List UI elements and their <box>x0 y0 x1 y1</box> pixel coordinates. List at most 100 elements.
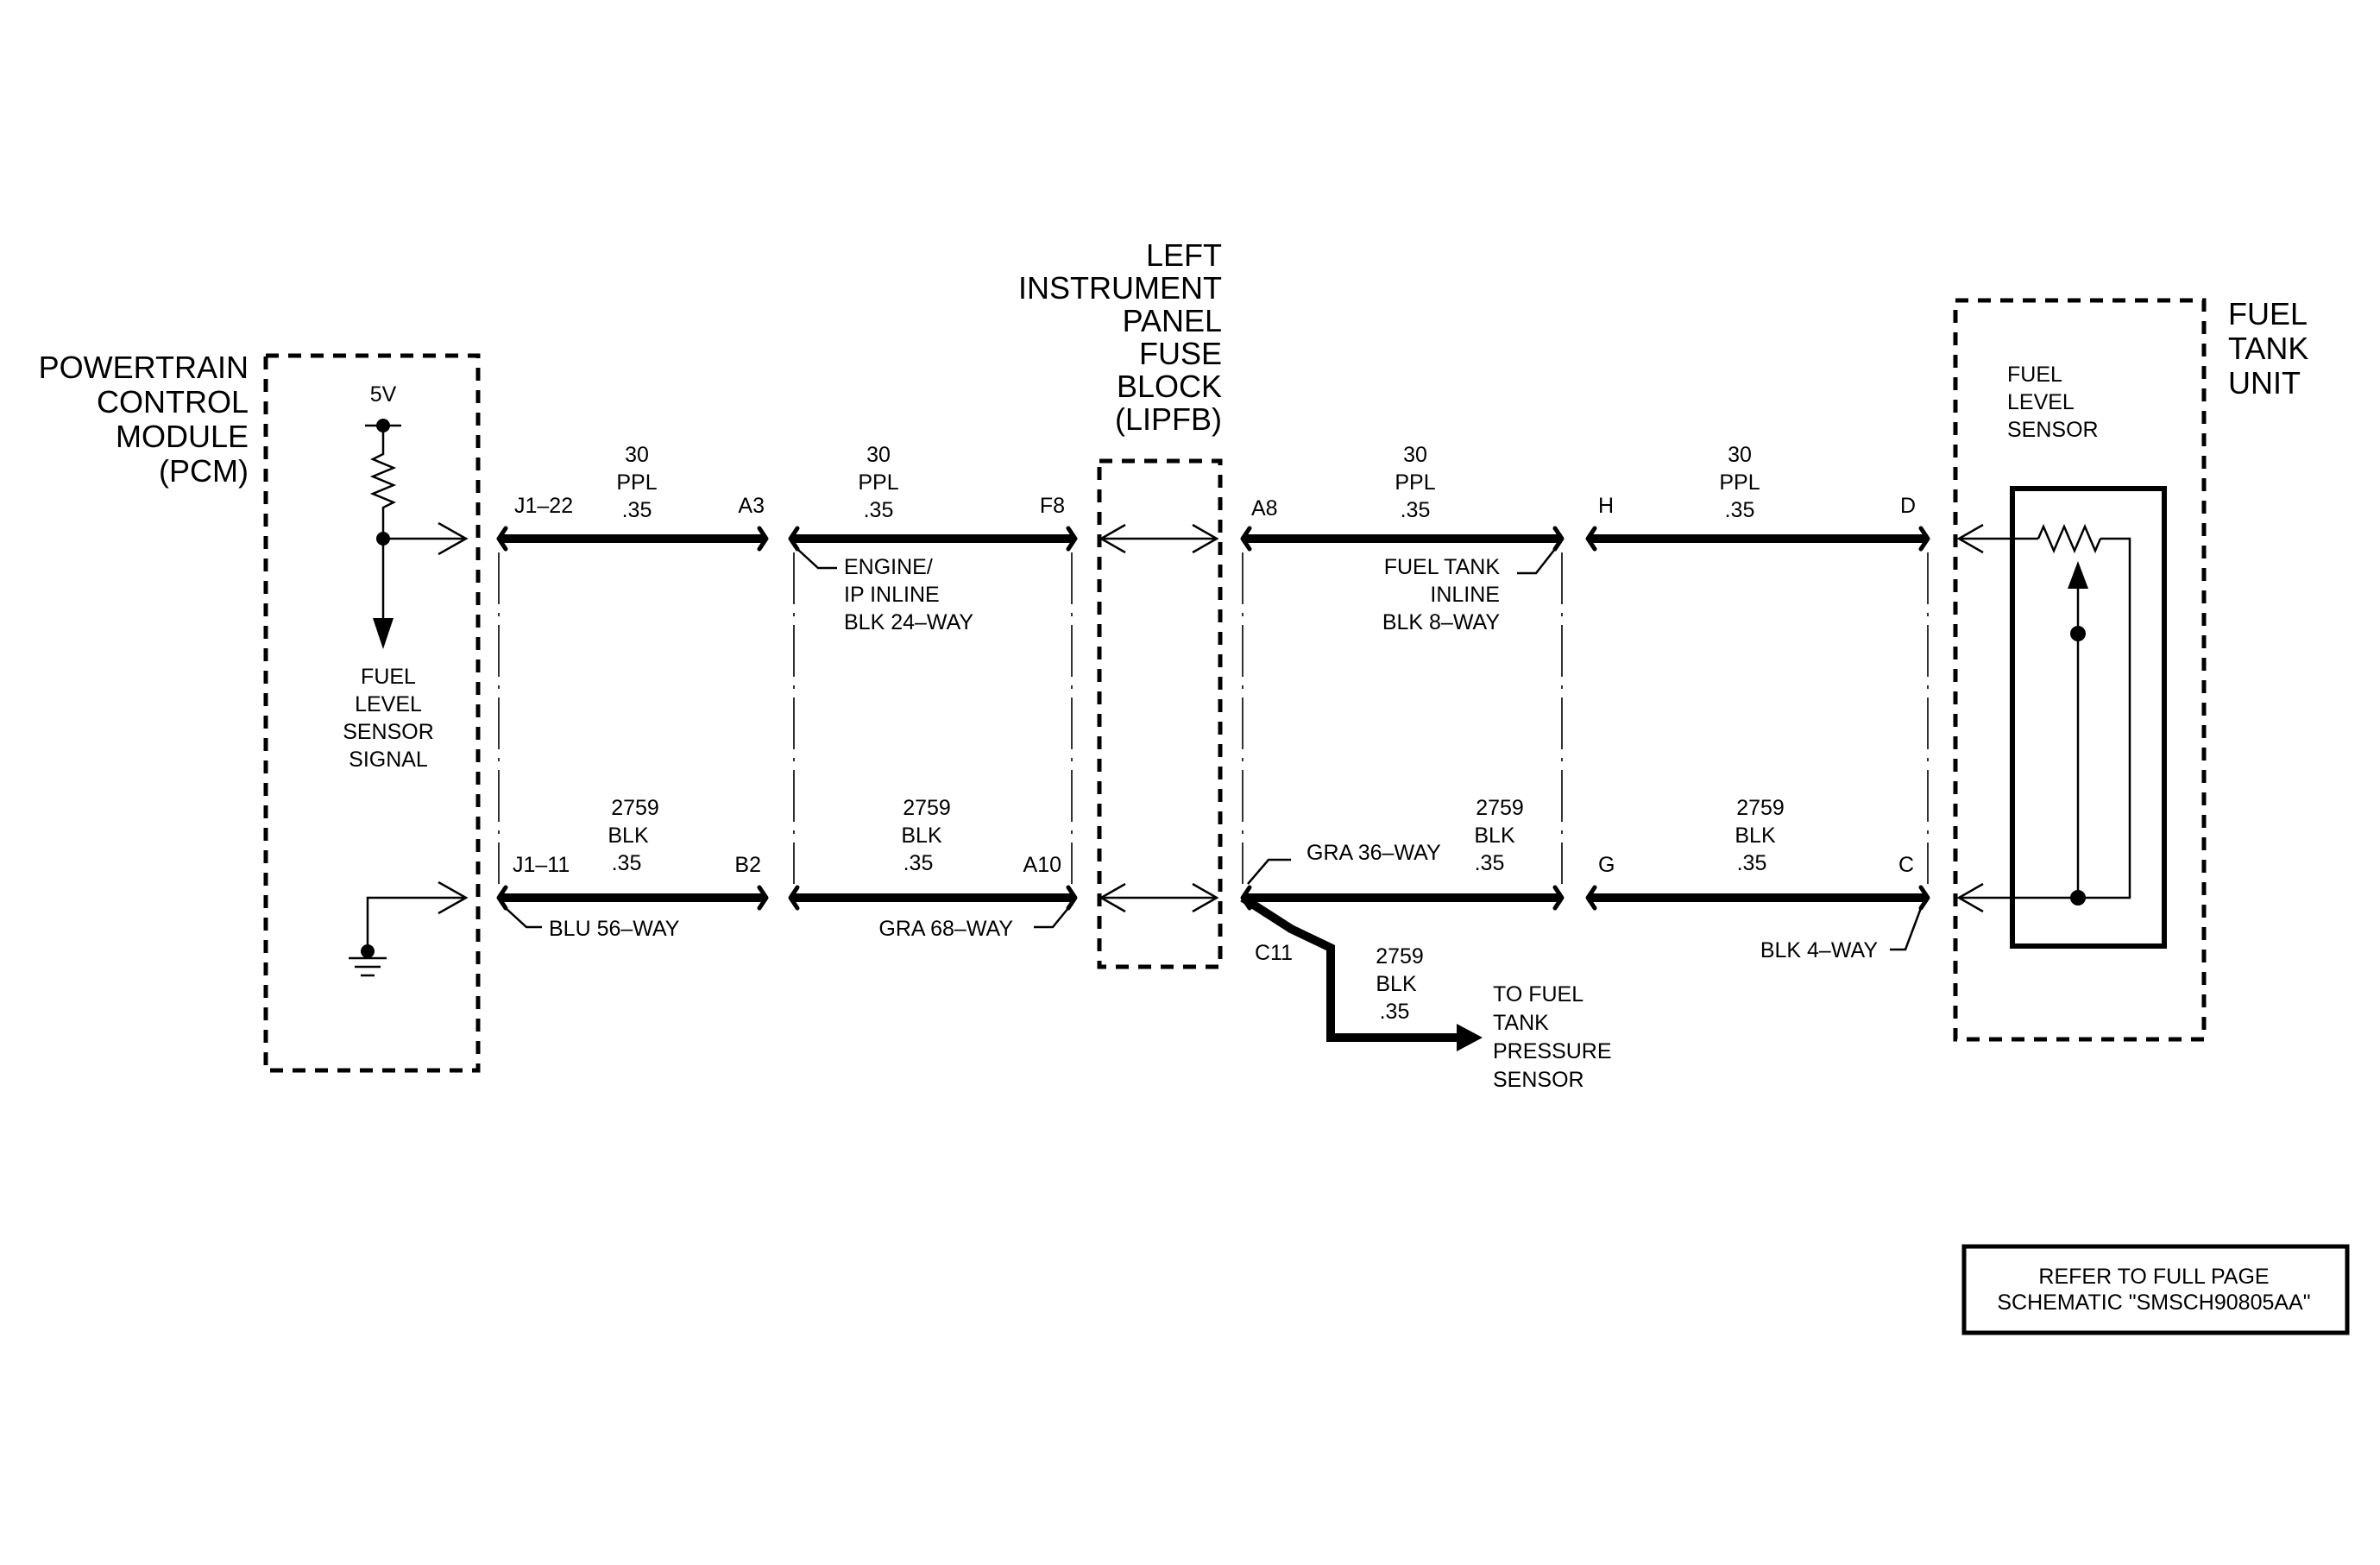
connector-label-line: IP INLINE <box>844 583 940 607</box>
destination-label-line: SENSOR <box>1493 1068 1584 1092</box>
sensor-label-line1: FUEL <box>2007 363 2062 387</box>
wire-label-line: 30 <box>1728 443 1752 467</box>
wire-label-line: BLK <box>1474 824 1515 848</box>
fuel-tank-unit-boundary <box>1953 298 2207 1042</box>
connector-leader <box>1890 907 1923 951</box>
internal-bus-bottom <box>1099 882 1219 913</box>
destination-label-line: TO FUEL <box>1493 982 1584 1007</box>
reference-note: REFER TO FULL PAGE SCHEMATIC "SMSCH90805… <box>1961 1244 2350 1335</box>
connector-leader <box>1034 907 1069 929</box>
connector-label-line: BLK 8–WAY <box>1382 610 1500 634</box>
note-line1: REFER TO FULL PAGE <box>2038 1265 2269 1289</box>
connector-label: BLK 4–WAY <box>1760 938 1878 962</box>
potentiometer-icon <box>1956 523 2131 913</box>
wire-label-line: 30 <box>1403 443 1427 467</box>
connector-label: GRA 68–WAY <box>878 917 1013 941</box>
wire-label-line: 2759 <box>1736 796 1785 820</box>
lipfb-label-line5: BLOCK <box>1117 369 1222 404</box>
pcm-boundary <box>263 353 481 1073</box>
connector-label-line: ENGINE/ <box>844 555 933 579</box>
note-line2: SCHEMATIC "SMSCH90805AA" <box>1997 1290 2310 1315</box>
sensor-label-line2: LEVEL <box>2007 390 2075 414</box>
destination-label-line: PRESSURE <box>1493 1039 1612 1063</box>
top-circuit: 30 PPL .35 J1–22 A3 30 PPL .35 F8 30 PPL… <box>496 443 1930 634</box>
fuel-tank-unit-label-line1: FUEL <box>2228 296 2308 331</box>
connector-label-line: INLINE <box>1430 583 1500 607</box>
pin-label: A3 <box>738 494 765 518</box>
lipfb-module: LEFT INSTRUMENT PANEL FUSE BLOCK (LIPFB) <box>1018 237 1223 969</box>
lipfb-label-line3: PANEL <box>1123 303 1222 338</box>
connector-terminal-lines <box>498 552 1929 884</box>
connector-leader <box>796 548 837 570</box>
connector-label-line: BLK 24–WAY <box>844 610 973 634</box>
arrow-down-icon <box>373 618 394 649</box>
signal-label-line3: SENSOR <box>343 720 434 744</box>
fuel-level-sensor-box <box>2010 486 2167 949</box>
pcm-label-line2: CONTROL <box>97 384 249 420</box>
connector-label: GRA 36–WAY <box>1306 841 1441 865</box>
wire-label-line: BLK <box>1376 972 1417 996</box>
connector-leader <box>1517 548 1556 575</box>
signal-label-line2: LEVEL <box>355 692 422 716</box>
pin-label: B2 <box>734 853 761 877</box>
pin-label: H <box>1598 494 1614 518</box>
pin-label: F8 <box>1040 494 1065 518</box>
wire-label-line: 2759 <box>1376 944 1424 969</box>
pin-label: G <box>1598 853 1615 877</box>
signal-label-line4: SIGNAL <box>349 748 428 772</box>
junction-dot <box>2070 626 2086 641</box>
connector-leader <box>505 907 542 929</box>
connector-label-line: FUEL TANK <box>1384 555 1501 579</box>
wire-label-line: PPL <box>616 470 657 495</box>
wire-label-line: .35 <box>1401 498 1431 522</box>
pin-label: J1–22 <box>514 494 573 518</box>
pcm-label-line3: MODULE <box>116 419 249 454</box>
lipfb-label-line1: LEFT <box>1146 237 1222 273</box>
wire-label-line: 30 <box>866 443 891 467</box>
fuel-tank-unit-module: FUEL TANK UNIT FUEL LEVEL SENSOR <box>1953 296 2308 1042</box>
note-box <box>1961 1244 2350 1335</box>
wire-label-line: .35 <box>612 851 642 875</box>
fuel-tank-unit-label-line3: UNIT <box>2228 365 2301 401</box>
lipfb-label-line4: FUSE <box>1139 336 1222 371</box>
internal-bus-top <box>1099 523 1219 554</box>
wire-label-line: .35 <box>1725 498 1755 522</box>
sensor-label-line3: SENSOR <box>2007 418 2099 442</box>
connector-leader <box>1247 858 1291 885</box>
wire-label-line: .35 <box>622 498 652 522</box>
wire-label-line: 2759 <box>1476 796 1524 820</box>
wire-label-line: .35 <box>904 851 934 875</box>
connector-label: BLU 56–WAY <box>549 917 680 941</box>
wire-label-line: 2759 <box>903 796 951 820</box>
pin-label: J1–11 <box>513 853 570 877</box>
pin-label: A8 <box>1251 496 1278 521</box>
wire-label-line: .35 <box>864 498 894 522</box>
lipfb-label-line6: (LIPFB) <box>1115 401 1222 437</box>
bottom-circuit: 2759 BLK .35 J1–11 B2 2759 BLK .35 A10 2… <box>496 796 1930 1092</box>
splice-c11-branch <box>1240 893 1483 1051</box>
fuel-tank-unit-label-line2: TANK <box>2228 331 2308 366</box>
wire-label-line: 30 <box>625 443 649 467</box>
pcm-module: POWERTRAIN CONTROL MODULE (PCM) 5V FUEL … <box>39 350 481 1073</box>
ground-icon <box>349 880 469 977</box>
splice-id-label: C11 <box>1255 941 1293 965</box>
pcm-label-line4: (PCM) <box>159 453 249 489</box>
wiper-arrow-icon <box>2068 561 2088 589</box>
wire-label-line: .35 <box>1380 1000 1410 1024</box>
pull-up-resistor <box>365 419 469 649</box>
pin-label: D <box>1900 494 1916 518</box>
wire-label-line: PPL <box>858 470 898 495</box>
wire-label-line: PPL <box>1395 470 1435 495</box>
wire-label-line: BLK <box>901 824 942 848</box>
wire-label-line: .35 <box>1475 851 1505 875</box>
wire-label-line: BLK <box>1735 824 1776 848</box>
arrow-right-icon <box>1457 1024 1483 1051</box>
supply-voltage-label: 5V <box>370 382 397 407</box>
wire-label-line: BLK <box>608 824 649 848</box>
lipfb-boundary <box>1097 458 1223 969</box>
pin-label: C <box>1898 853 1914 877</box>
wire-label-line: PPL <box>1719 470 1760 495</box>
destination-label-line: TANK <box>1493 1011 1549 1035</box>
wire-label-line: 2759 <box>611 796 659 820</box>
